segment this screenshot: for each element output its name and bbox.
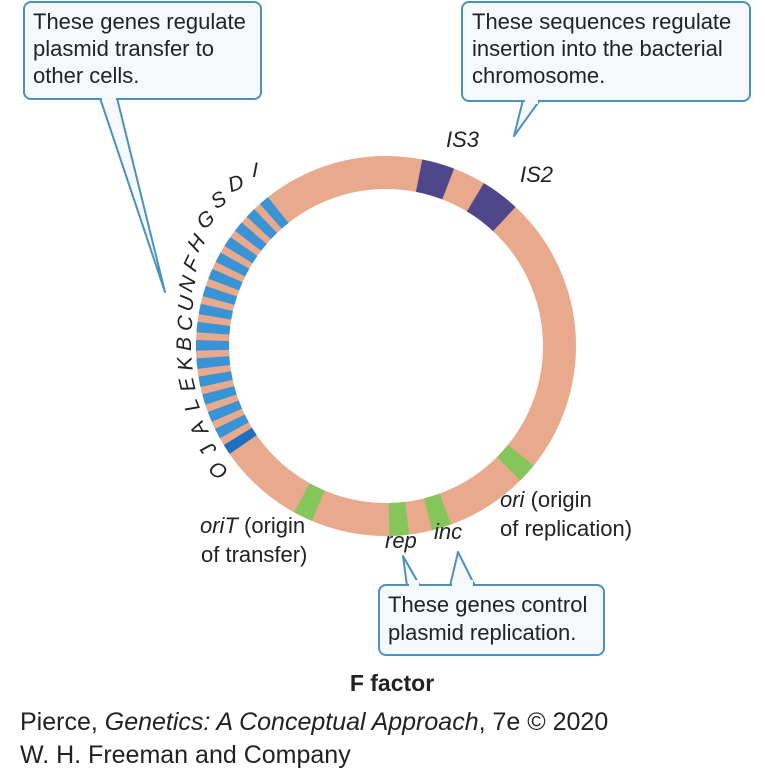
tra-gene-stripe — [196, 321, 231, 335]
orit-label-italic: oriT — [200, 513, 239, 538]
inc-label: inc — [434, 519, 462, 544]
tra-gene-stripe — [234, 222, 267, 251]
callout-insertion-pointer — [513, 99, 541, 137]
callout-insertion-sequences: These sequences regulate insertion into … — [461, 1, 751, 137]
tra-gene-stripe — [215, 252, 250, 277]
tra-gene-stripe — [198, 371, 233, 388]
tra-gene-stripe — [207, 400, 243, 422]
callout-transfer-line-2: plasmid transfer to — [33, 36, 214, 61]
tra-gene-label: D — [225, 171, 247, 198]
callout-replication-genes: These genes control plasmid replication. — [378, 551, 605, 656]
tra-gene-stripe — [259, 197, 289, 229]
orit-segment — [293, 483, 325, 521]
plasmid-ring — [196, 156, 576, 536]
inc-segment — [423, 493, 451, 531]
ori-label-rest: (origin — [524, 487, 591, 512]
callout-transfer-line-1: These genes regulate — [33, 9, 246, 34]
credit-author: Pierce, — [20, 708, 105, 736]
credit-edition: , 7e © 2020 — [479, 708, 609, 736]
callout-insertion-line-2: insertion into the bacterial — [472, 36, 723, 61]
callout-replication-box — [378, 584, 605, 656]
credit-line-2: W. H. Freeman and Company — [20, 741, 351, 769]
callout-transfer-box — [23, 1, 262, 100]
orit-label-line-1: oriT (origin — [200, 513, 305, 538]
callout-transfer-genes: These genes regulate plasmid transfer to… — [23, 1, 262, 293]
credit-book-title: Genetics: A Conceptual Approach — [105, 708, 479, 736]
is3-segment — [415, 159, 455, 200]
tra-gene-stripe — [223, 427, 257, 454]
tra-gene-stripe — [196, 340, 230, 351]
tra-gene-label: B — [173, 337, 196, 351]
callout-transfer-line-3: other cells. — [33, 63, 139, 88]
callout-replication-pointer-inc — [449, 551, 476, 587]
tra-gene-stripe — [224, 237, 258, 264]
ori-label-line-1: ori (origin — [500, 487, 592, 512]
credit-line-1: Pierce, Genetics: A Conceptual Approach,… — [20, 708, 608, 736]
tra-gene-stripe — [215, 414, 249, 439]
ori-segment — [497, 444, 534, 481]
callout-insertion-box — [461, 1, 751, 102]
tra-gene-label: N — [175, 272, 202, 294]
is2-segment — [466, 183, 516, 232]
tra-gene-stripe — [208, 268, 243, 291]
ori-label-italic: ori — [500, 487, 526, 512]
tra-gene-label: O — [205, 456, 232, 484]
tra-gene-label: U — [174, 293, 200, 313]
callout-transfer-pointer — [99, 97, 166, 293]
tra-gene-label: S — [207, 187, 231, 214]
rep-segment — [388, 501, 410, 536]
is3-label: IS3 — [446, 127, 480, 152]
tra-gene-stripe — [196, 356, 231, 369]
rep-label: rep — [385, 528, 417, 553]
tra-gene-label: I — [252, 159, 258, 182]
orit-label-rest: (origin — [238, 513, 305, 538]
tra-gene-label: E — [175, 374, 201, 394]
orit-label-line-2: of transfer) — [201, 542, 307, 567]
callout-replication-pointer-rep — [402, 555, 421, 587]
tra-gene-stripe — [198, 303, 233, 320]
tra-gene-label: K — [173, 355, 197, 372]
tra-gene-label: L — [179, 396, 205, 415]
callout-insertion-line-3: chromosome. — [472, 63, 605, 88]
callout-replication-line-2: plasmid replication. — [388, 620, 576, 645]
diagram-title: F factor — [350, 670, 434, 696]
tra-gene-stripe — [202, 386, 237, 405]
is2-label: IS2 — [520, 162, 553, 187]
tra-gene-stripe — [246, 209, 278, 240]
tra-gene-label: A — [186, 416, 214, 441]
tra-gene-label: C — [173, 314, 198, 332]
tra-gene-label: J — [197, 437, 222, 461]
tra-gene-stripe — [202, 286, 238, 305]
callout-replication-line-1: These genes control — [388, 592, 587, 617]
ori-label-line-2: of replication) — [500, 516, 632, 541]
callout-insertion-line-1: These sequences regulate — [472, 9, 731, 34]
